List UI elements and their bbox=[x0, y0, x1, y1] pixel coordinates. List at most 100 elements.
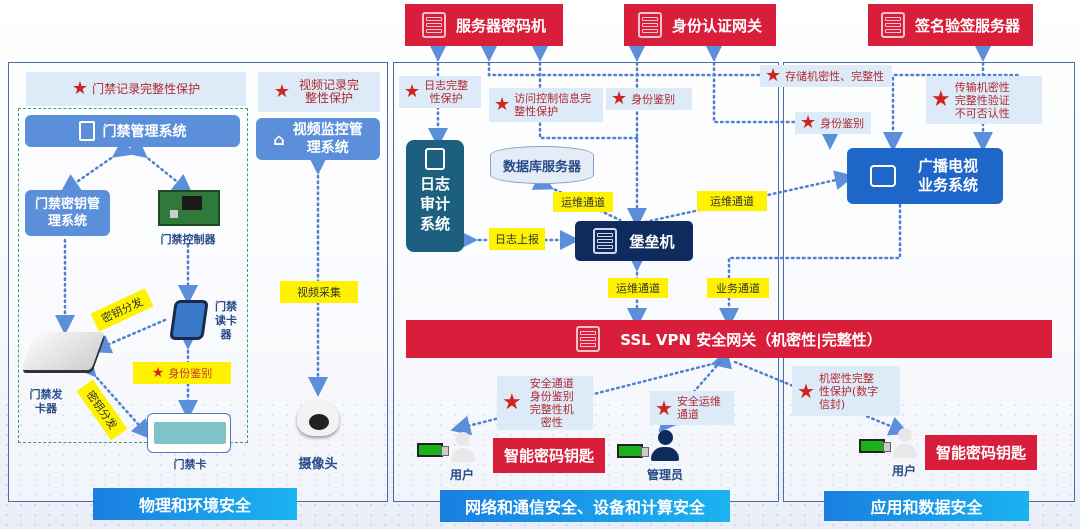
note-text: 机密性完整性保护(数字信封) bbox=[818, 371, 879, 411]
yellow-text: 视频采集 bbox=[297, 286, 341, 299]
server-icon bbox=[637, 12, 662, 38]
note-secure-ops: ★ 安全运维通道 bbox=[650, 391, 734, 425]
usb-key-icon bbox=[417, 443, 449, 457]
log-report-label: 日志上报 bbox=[489, 228, 545, 250]
line-bastion-broadcast bbox=[643, 170, 855, 224]
star-icon: ★ bbox=[273, 81, 291, 102]
bastion-label: 堡垒机 bbox=[629, 232, 675, 251]
server-icon bbox=[880, 12, 905, 38]
smart-key-app: 智能密码钥匙 bbox=[925, 435, 1037, 470]
smart-key-net: 智能密码钥匙 bbox=[493, 438, 605, 473]
log-audit-label: 日志审计系统 bbox=[419, 175, 450, 233]
ops-channel-label-2: 运维通道 bbox=[697, 191, 767, 211]
card-reader bbox=[169, 300, 209, 340]
yellow-text: 运维通道 bbox=[561, 196, 605, 209]
identity-auth-label: ★ 身份鉴别 bbox=[133, 362, 231, 384]
ssl-vpn-label: SSL VPN 安全网关（机密性|完整性） bbox=[620, 330, 882, 349]
biz-channel-label: 业务通道 bbox=[707, 278, 769, 298]
note-text: 安全通道身份鉴别完整性机密性 bbox=[529, 377, 574, 429]
star-icon: ★ bbox=[800, 112, 817, 133]
broadcast-label: 广播电视业务系统 bbox=[917, 157, 978, 194]
note-text: 身份鉴别 bbox=[631, 92, 676, 106]
star-icon: ★ bbox=[151, 365, 165, 381]
yellow-text: 业务通道 bbox=[716, 282, 760, 295]
controller-board bbox=[158, 190, 220, 226]
note-text: 存储机密性、完整性 bbox=[785, 69, 885, 83]
server-crypto-label: 服务器密码机 bbox=[455, 16, 546, 35]
note-text: 视频记录完整性保护 bbox=[299, 78, 360, 105]
video-capture-label: 视频采集 bbox=[280, 281, 358, 303]
star-icon: ★ bbox=[611, 88, 628, 109]
camera-label: 摄像头 bbox=[298, 457, 338, 472]
line-mgmt-controller bbox=[125, 137, 193, 195]
broadcast-system: 广播电视业务系统 bbox=[847, 148, 1003, 204]
controller-label: 门禁控制器 bbox=[160, 233, 216, 246]
camera-icon: ⌂ bbox=[273, 129, 285, 149]
user-label-app: 用户 bbox=[891, 464, 916, 478]
signature-server-label: 签名验签服务器 bbox=[914, 16, 1020, 35]
admin-label: 管理员 bbox=[646, 468, 683, 482]
yellow-text: 身份鉴别 bbox=[168, 367, 213, 380]
line-crypto-db bbox=[530, 42, 639, 140]
note-access-record: ★ 门禁记录完整性保护 bbox=[26, 72, 246, 106]
line-broadcast-vpn bbox=[719, 203, 902, 328]
yellow-text: 日志上报 bbox=[495, 233, 539, 246]
ssl-vpn-gateway: SSL VPN 安全网关（机密性|完整性） bbox=[406, 320, 1052, 358]
note-text: 传输机密性完整性验证不可否认性 bbox=[954, 80, 1010, 120]
usb-key-icon bbox=[617, 444, 649, 458]
log-audit-system: 日志审计系统 bbox=[406, 140, 464, 252]
star-icon: ★ bbox=[494, 94, 511, 115]
line-reader-issuer bbox=[90, 318, 167, 354]
note-envelope: ★ 机密性完整性保护(数字信封) bbox=[792, 366, 900, 416]
ops-channel-label-1: 运维通道 bbox=[553, 192, 613, 212]
note-video-record: ★ 视频记录完整性保护 bbox=[258, 72, 380, 112]
note-identity-net: ★ 身份鉴别 bbox=[606, 88, 692, 110]
db-server: 数据库服务器 bbox=[490, 146, 594, 184]
note-text: 访问控制信息完整性保护 bbox=[514, 92, 592, 118]
door-icon bbox=[78, 121, 95, 141]
note-text: 安全运维通道 bbox=[676, 395, 721, 421]
user-icon bbox=[450, 432, 476, 466]
note-text: 身份鉴别 bbox=[820, 116, 865, 130]
note-log-integrity: ★ 日志完整性保护 bbox=[399, 76, 481, 108]
footer-application: 应用和数据安全 bbox=[824, 491, 1029, 521]
key-mgmt-label: 门禁密钥管理系统 bbox=[34, 197, 100, 229]
star-icon: ★ bbox=[765, 65, 782, 86]
footer-physical: 物理和环境安全 bbox=[93, 488, 297, 520]
card-label: 门禁卡 bbox=[173, 458, 207, 471]
footer-network: 网络和通信安全、设备和计算安全 bbox=[440, 490, 730, 522]
star-icon: ★ bbox=[502, 390, 522, 415]
access-control-group bbox=[18, 108, 248, 443]
user-icon bbox=[892, 428, 918, 462]
note-identity-app: ★ 身份鉴别 bbox=[795, 112, 871, 134]
access-card bbox=[147, 413, 231, 453]
server-icon bbox=[576, 326, 601, 352]
calendar-clock-icon bbox=[425, 148, 445, 170]
video-mgmt-label: 视频监控管理系统 bbox=[292, 122, 363, 156]
note-access-control: ★ 访问控制信息完整性保护 bbox=[489, 88, 603, 122]
note-text: 日志完整性保护 bbox=[424, 79, 469, 105]
server-crypto-machine: 服务器密码机 bbox=[405, 4, 563, 46]
usb-key-icon bbox=[859, 439, 891, 453]
note-secure-channel: ★ 安全通道身份鉴别完整性机密性 bbox=[497, 376, 593, 430]
camera-device bbox=[297, 400, 339, 436]
access-mgmt-label: 门禁管理系统 bbox=[102, 124, 187, 140]
video-mgmt-system: ⌂ 视频监控管理系统 bbox=[256, 118, 380, 160]
star-icon: ★ bbox=[931, 87, 951, 112]
note-text: 门禁记录完整性保护 bbox=[92, 81, 201, 96]
note-storage: ★ 存储机密性、完整性 bbox=[760, 65, 892, 87]
card-issuer-label: 门禁发卡器 bbox=[29, 388, 63, 415]
ops-channel-label-3: 运维通道 bbox=[608, 278, 668, 298]
yellow-text: 运维通道 bbox=[710, 195, 754, 208]
server-icon bbox=[421, 12, 446, 38]
tv-icon bbox=[870, 165, 896, 187]
user-label-net: 用户 bbox=[449, 468, 474, 482]
db-server-label: 数据库服务器 bbox=[502, 159, 581, 175]
star-icon: ★ bbox=[71, 78, 89, 99]
star-icon: ★ bbox=[797, 379, 815, 403]
line-crypto-access bbox=[479, 42, 1022, 77]
card-reader-label: 门禁读卡器 bbox=[215, 300, 237, 341]
line-mgmt-key bbox=[59, 138, 134, 194]
yellow-text: 运维通道 bbox=[616, 282, 660, 295]
access-mgmt-system: 门禁管理系统 bbox=[25, 115, 240, 147]
